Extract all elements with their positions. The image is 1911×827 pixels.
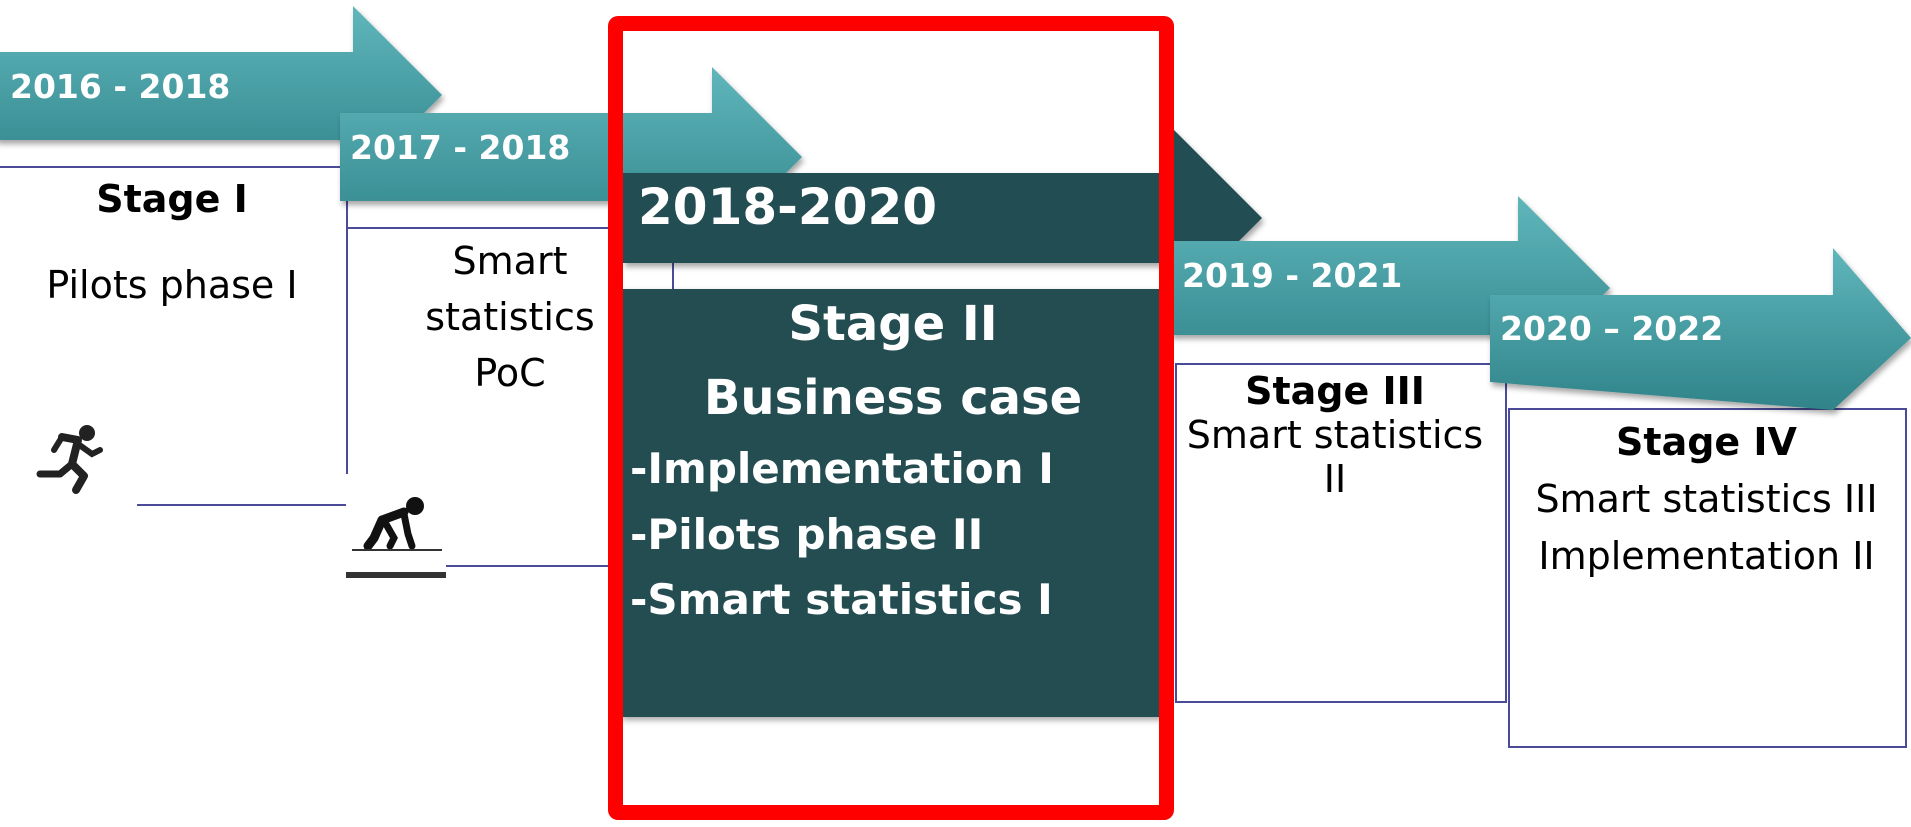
stage-4-line-1: Smart statistics III — [1535, 477, 1878, 521]
stage-2-highlight-frame — [608, 16, 1174, 820]
stage-2-item-1: -Implementation I — [630, 444, 1054, 493]
stage-4-content: Stage IV Smart statistics III Implementa… — [1510, 414, 1903, 585]
crouching-start-person-icon — [346, 474, 446, 580]
stage-3-line-1: Smart statistics — [1186, 413, 1484, 457]
stage-2-subtitle: Business case — [703, 370, 1083, 426]
stage-3-box — [1175, 363, 1507, 703]
stage-4-title: Stage IV — [1616, 420, 1797, 464]
running-person-icon — [0, 404, 137, 512]
stage-2-item-3: -Smart statistics I — [630, 575, 1053, 624]
period-label-4: 2019 - 2021 — [1182, 256, 1403, 295]
stage-1-title: Stage I — [96, 177, 248, 221]
stage-1-content: Stage I Pilots phase I — [0, 171, 344, 313]
period-arrow-5 — [1490, 248, 1911, 410]
period-label-1: 2016 - 2018 — [10, 67, 231, 106]
stage-2-item-2: -Pilots phase II — [630, 510, 984, 559]
period-label-3: 2018-2020 — [638, 178, 938, 236]
stage-2-panel — [622, 289, 1164, 717]
stage-2-title: Stage II — [788, 296, 998, 352]
period-label-2: 2017 - 2018 — [350, 128, 571, 167]
stage-2-content: Smart statistics PoC — [400, 233, 620, 401]
stage-4-line-2: Implementation II — [1538, 534, 1875, 578]
stage-2-line-1: Smart — [452, 239, 568, 283]
period-arrow-3 — [623, 128, 1262, 308]
stage-2-line-3: PoC — [474, 351, 546, 395]
stage-3-line-2: II — [1323, 457, 1347, 501]
period-arrow-2 — [340, 67, 802, 247]
period-arrow-1 — [0, 6, 442, 184]
stage-4-box — [1508, 408, 1907, 748]
stage-2-line-2: statistics — [425, 295, 595, 339]
stage-3-title: Stage III — [1245, 369, 1425, 413]
stage-3-content: Stage III Smart statistics II — [1180, 369, 1490, 501]
period-label-5: 2020 – 2022 — [1500, 309, 1724, 348]
stage-1-line-1: Pilots phase I — [46, 263, 298, 307]
